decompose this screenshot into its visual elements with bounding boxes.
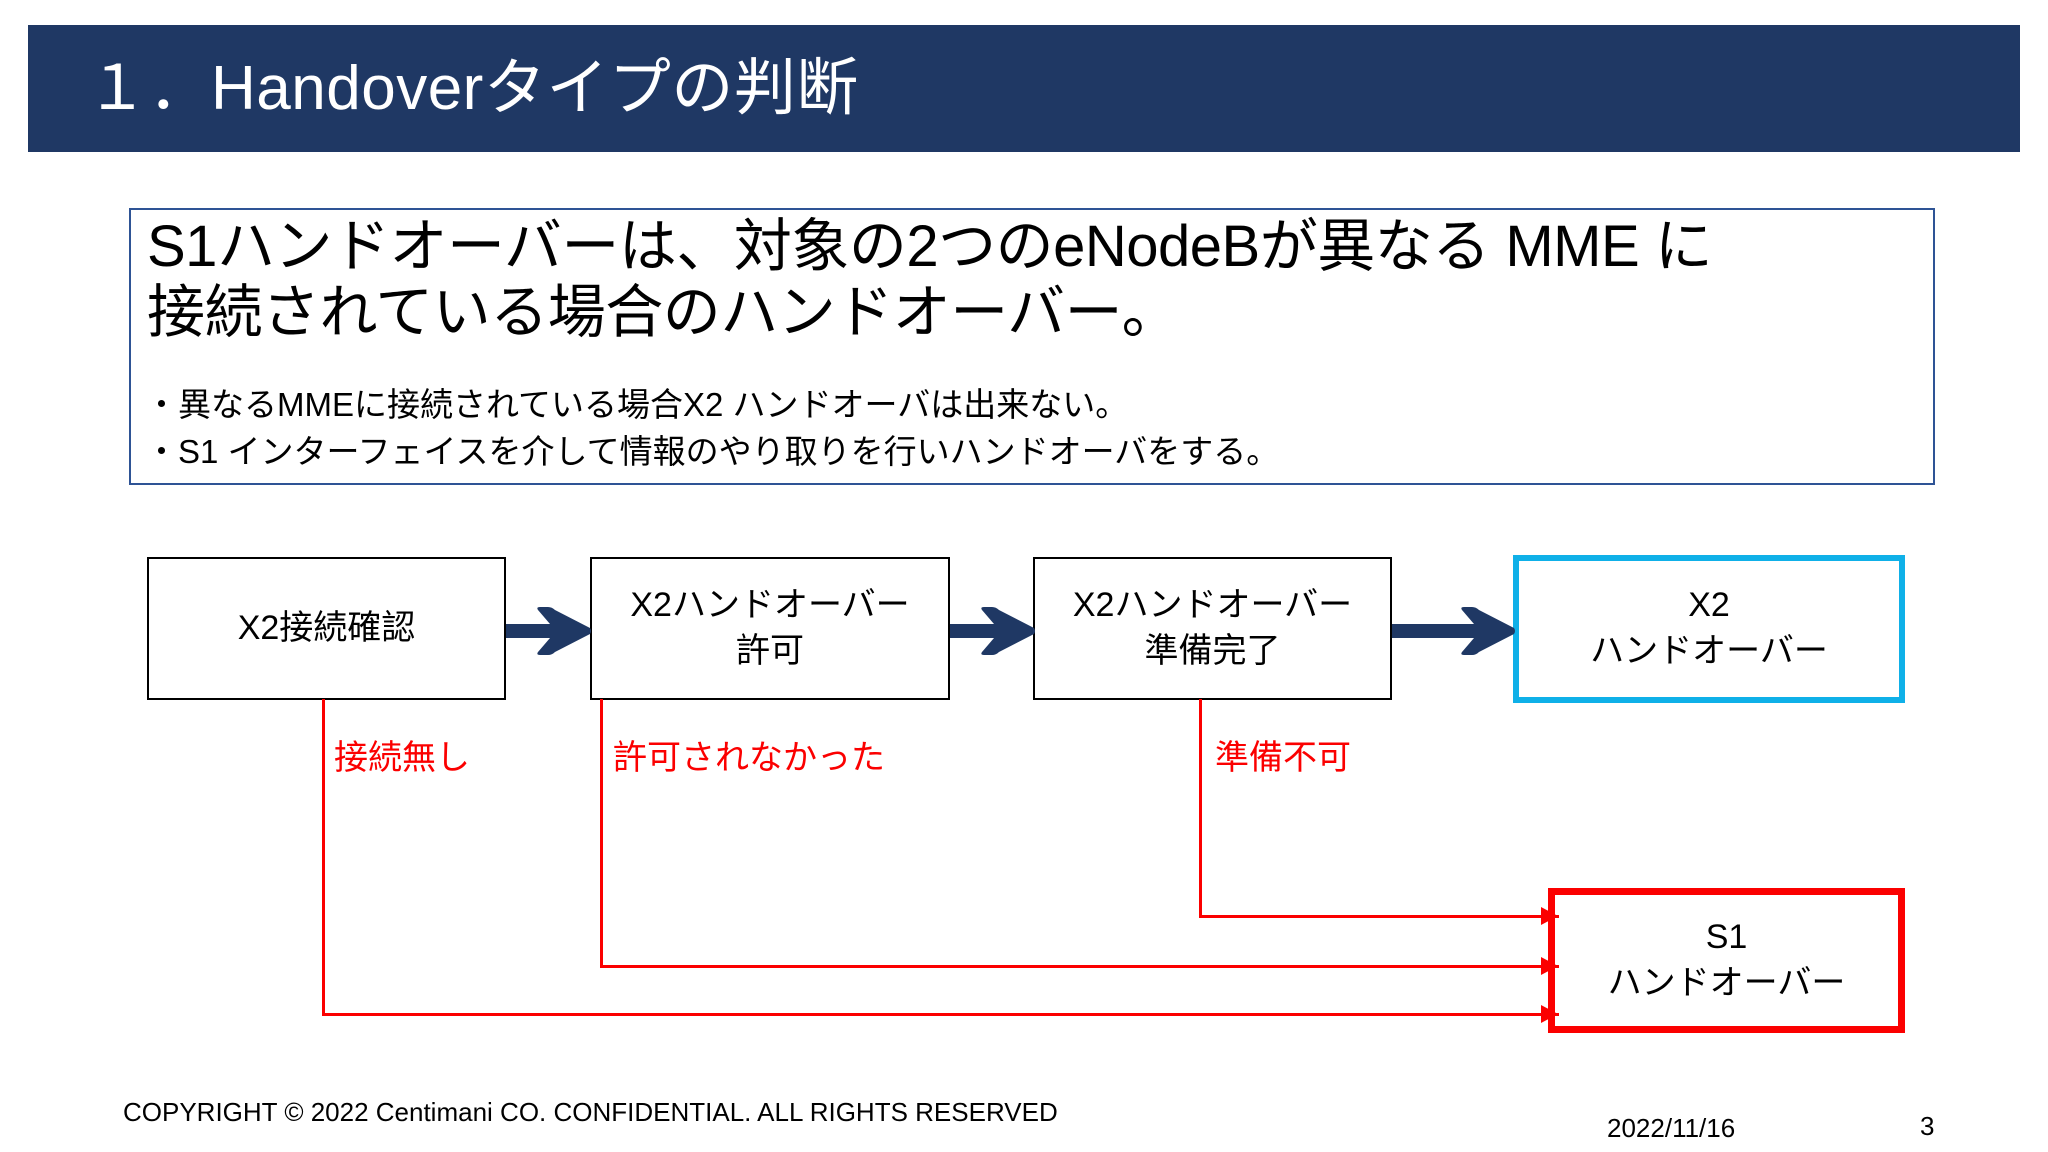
flow-box-x2-handover-result-label: X2 ハンドオーバー [1590,583,1828,674]
flow-box-s1-handover-result-label: S1 ハンドオーバー [1608,915,1846,1006]
flow-box-x2-handover-ready-line1: X2ハンドオーバー [1072,585,1353,624]
arrow-right-icon-2 [950,607,1036,655]
red-connector-vertical-not-ready [1199,699,1202,917]
red-connector-horizontal-not-allowed [600,965,1559,968]
flow-box-x2-handover-ready-label: X2ハンドオーバー 準備完了 [1073,583,1352,674]
flow-box-x2-connection-check: X2接続確認 [147,557,506,700]
flow-box-x2-handover-result: X2 ハンドオーバー [1513,555,1905,703]
statement-bullet-1: ・異なるMMEに接続されている場合X2 ハンドオーバは出来ない。 [145,386,1129,423]
slide-title: １．Handoverタイプの判断 [86,53,859,123]
flow-box-x2-connection-check-label: X2接続確認 [237,608,416,647]
arrow-right-icon-1 [506,607,592,655]
statement-bullet-2: ・S1 インターフェイスを介して情報のやり取りを行いハンドオーバをする。 [145,432,1280,470]
flow-box-x2-handover-ready-line2: 準備完了 [1144,631,1281,670]
statement-headline-line1: S1ハンドオーバーは、対象の2つのeNodeBが異なる MME に [147,214,1713,279]
flow-box-x2-handover-allowed-line2: 許可 [736,631,804,670]
flow-box-x2-handover-result-line2: ハンドオーバー [1590,632,1828,670]
flow-box-x2-handover-allowed-label: X2ハンドオーバー 許可 [630,583,909,674]
statement-headline: S1ハンドオーバーは、対象の2つのeNodeBが異なる MME に 接続されてい… [147,214,1927,346]
red-connector-vertical-not-allowed [600,699,603,967]
statement-bullets: ・異なるMMEに接続されている場合X2 ハンドオーバは出来ない。 ・S1 インタ… [145,382,1925,476]
flow-box-x2-handover-result-line1: X2 [1688,586,1730,625]
red-arrowhead-icon-1 [1541,907,1558,925]
red-label-no-connection: 接続無し [334,739,470,777]
flow-box-s1-handover-result-line1: S1 [1705,917,1748,956]
flow-box-x2-handover-ready: X2ハンドオーバー 準備完了 [1033,557,1392,700]
red-connector-vertical-no-connection [322,699,325,1015]
flow-box-x2-handover-allowed: X2ハンドオーバー 許可 [590,557,950,700]
footer-page-number: 3 [1920,1111,1935,1141]
red-arrowhead-icon-3 [1541,1005,1558,1023]
red-label-not-ready: 準備不可 [1215,739,1351,777]
flow-box-x2-handover-allowed-line1: X2ハンドオーバー [630,585,910,624]
arrow-right-icon-3 [1392,607,1516,655]
red-label-not-allowed: 許可されなかった [613,739,885,777]
red-connector-horizontal-no-connection [322,1013,1559,1016]
flow-box-s1-handover-result-line2: ハンドオーバー [1607,963,1846,1002]
flow-box-s1-handover-result: S1 ハンドオーバー [1548,888,1905,1033]
slide-title-bar: １．Handoverタイプの判断 [28,25,2020,152]
statement-box: S1ハンドオーバーは、対象の2つのeNodeBが異なる MME に 接続されてい… [129,208,1935,485]
footer-copyright: COPYRIGHT © 2022 Centimani CO. CONFIDENT… [123,1097,1058,1127]
footer-date: 2022/11/16 [1607,1113,1736,1143]
statement-headline-line2: 接続されている場合のハンドオーバー。 [147,280,1180,346]
red-arrowhead-icon-2 [1541,957,1558,975]
red-connector-horizontal-not-ready [1199,915,1559,918]
